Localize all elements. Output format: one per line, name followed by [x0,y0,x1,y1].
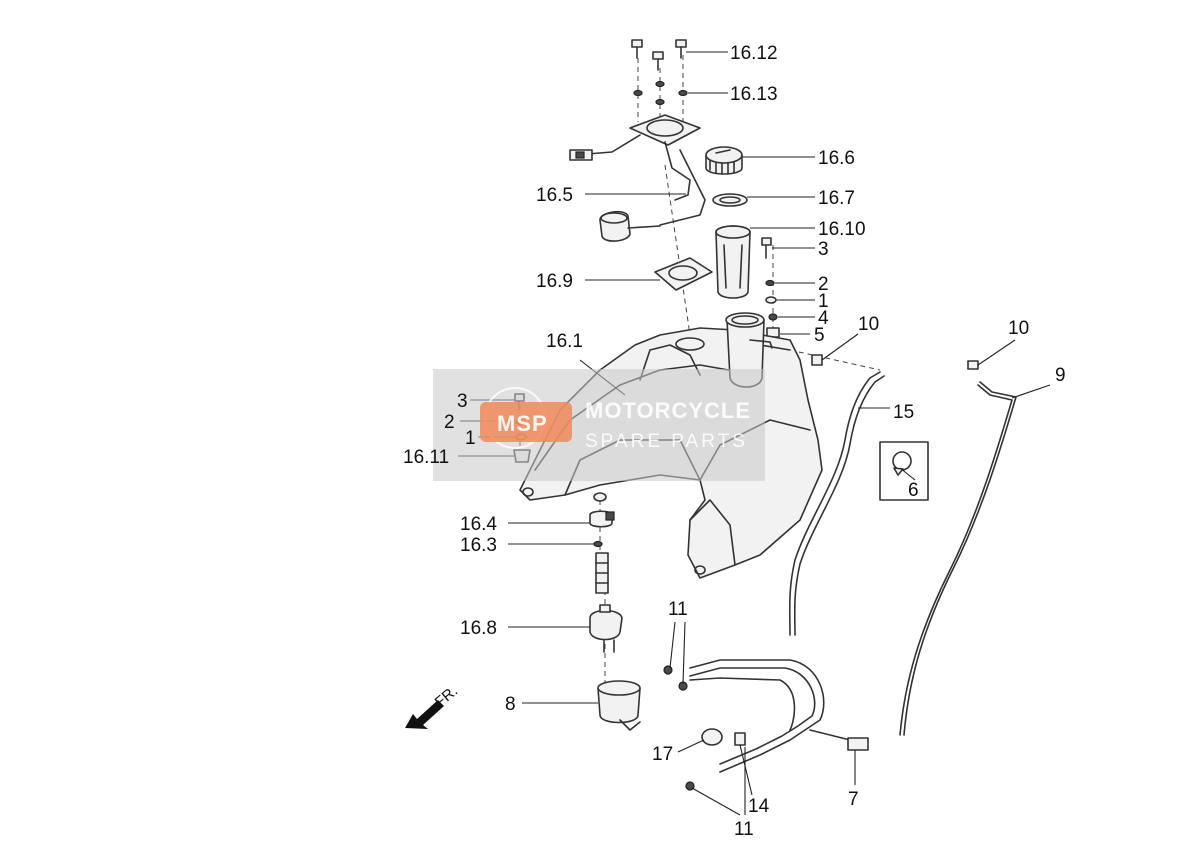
vent-hose-15 [788,354,885,636]
fuel-level-sender [569,114,706,242]
callout-7: 7 [848,789,859,810]
callout-16-7: 16.7 [818,188,855,209]
callout-16-6: 16.6 [818,148,855,169]
breather-hose-9 [899,360,1017,736]
watermark-logo-text: MSP [497,411,548,436]
callout-1-right: 1 [818,291,829,312]
callout-16-5: 16.5 [536,185,573,206]
pump-oring [593,540,603,548]
watermark-line-2: SPARE PARTS [585,431,748,452]
callout-11-bottom: 11 [734,819,754,840]
front-direction-indicator: FR. [405,683,461,729]
watermark-logo [480,402,572,442]
callout-6: 6 [908,480,919,501]
callout-16-8: 16.8 [460,618,497,639]
watermark-line-1: MOTORCYCLE [585,398,751,423]
callout-4: 4 [818,308,829,329]
callout-10-right: 10 [1008,318,1029,339]
callout-16-11: 16.11 [403,447,449,468]
callout-16-1: 16.1 [546,331,583,352]
watermark: MSP MOTORCYCLE SPARE PARTS [433,369,765,481]
callout-5: 5 [814,325,825,346]
callout-8: 8 [505,694,516,715]
callout-17: 17 [652,744,673,765]
pump-cup-holder [597,680,641,731]
cap-gasket [712,193,748,207]
callout-15: 15 [893,402,914,423]
callout-9: 9 [1055,365,1066,386]
callout-2-left: 2 [444,412,455,433]
bolt-set-16-12 [631,39,687,71]
fuel-pump [589,604,623,653]
callout-2-right: 2 [818,274,829,295]
fuel-cap [705,146,743,175]
hose-clip-detail [879,441,929,501]
fuel-filter-strainer [595,552,609,594]
callout-14: 14 [748,796,770,817]
sender-gasket [654,257,713,291]
callout-11-top: 11 [668,599,688,620]
callout-1-left: 1 [465,428,476,449]
callout-16-3: 16.3 [460,535,497,556]
fuel-line-assembly [663,659,869,791]
washer-set-16-13 [633,80,688,106]
callout-16-13: 16.13 [730,84,778,105]
screw-washer-stack-right [761,237,780,338]
callout-16-12: 16.12 [730,43,778,64]
front-arrow-icon [405,700,444,729]
callout-16-10: 16.10 [818,219,866,240]
callout-labels: 16.12 16.13 16.6 16.5 16.7 16.10 3 16.9 … [403,43,1066,840]
filler-neck-strainer [715,225,751,299]
callout-16-9: 16.9 [536,271,573,292]
callout-16-4: 16.4 [460,514,497,535]
callout-3-right: 3 [818,239,829,260]
callout-10-middle: 10 [858,314,879,335]
callout-3-left: 3 [457,391,468,412]
pump-clamp [589,510,615,528]
